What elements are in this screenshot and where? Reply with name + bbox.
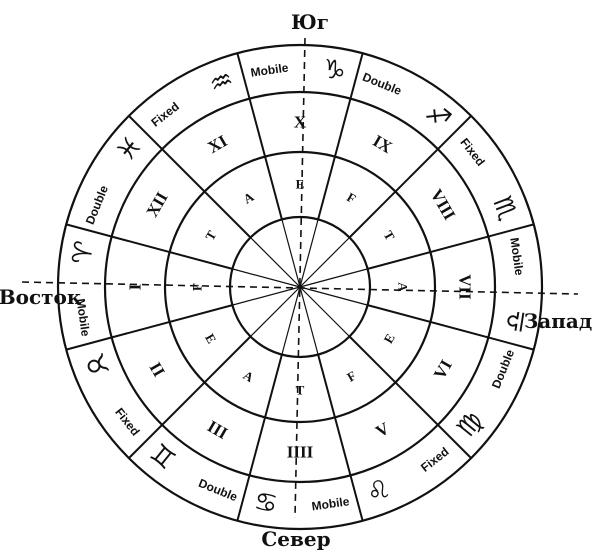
scorpio-icon: ♏ [486,192,522,225]
house-numeral-5: V [372,418,393,441]
pisces-icon: ♓ [111,131,149,168]
capricorn-icon: ♑ [320,54,348,87]
element-spoke [232,268,301,288]
quality-label: Fixed [418,444,451,474]
house-numeral-7: VII [456,274,475,300]
element-letter: A [241,189,257,207]
aquarius-icon: ♒ [205,64,238,100]
element-letter: T [296,383,305,398]
house-divider [236,354,283,522]
element-ring [163,150,437,424]
quality-label: Mobile [507,237,526,277]
virgo-icon: ♍ [451,406,489,443]
house-numeral-8: VIII [427,186,460,224]
gemini-icon: ♊ [144,438,181,476]
quality-label: Fixed [112,405,142,438]
house-numeral-3: III [204,417,231,444]
element-spoke [299,268,368,288]
libra-icon: ♎ [500,307,533,335]
label-west: Запад [524,309,592,333]
house-numeral-10: X [294,113,307,132]
element-spoke [250,286,301,337]
wheel-rings [56,43,544,531]
house-divider [65,304,233,351]
element-spoke [299,286,319,355]
house-numeral-1: I [126,283,145,290]
house-numeral-6: VI [430,356,456,382]
house-divider [348,335,472,459]
house-divider [236,52,283,220]
house-divider [65,223,233,270]
house-numeral-9: IX [370,131,396,157]
cancer-icon: ♋ [252,487,280,520]
element-spoke [299,286,368,306]
house-divider [367,304,535,351]
element-letter: F [190,283,205,291]
quality-label: Double [83,183,111,226]
element-letter: T [381,228,398,243]
element-letter: T [202,228,219,243]
element-spoke [281,219,301,288]
outer-ring [56,43,544,531]
cardinal-axes [21,37,579,519]
element-letter: F [344,368,358,385]
house-numeral-12: XII [142,188,171,220]
element-spoke [299,286,350,337]
element-letter: E [202,331,219,346]
element-spoke [250,237,301,288]
quality-label: Fixed [149,99,182,129]
house-ring [103,90,497,484]
house-divider [348,115,472,239]
house-divider [128,115,252,239]
element-letter: E [381,331,398,346]
house-divider [367,223,535,270]
element-spoke [281,286,301,355]
element-spoke [299,237,350,288]
taurus-icon: ♉ [77,349,113,382]
label-north: Север [261,527,330,551]
house-divider [317,354,364,522]
element-letter: E [296,177,305,192]
house-numeral-2: II [146,359,169,380]
element-spoke [232,286,301,306]
house-divider [317,52,364,220]
label-east: Восток [0,285,82,309]
horizon-axis [21,281,579,295]
leo-icon: ♌ [362,473,395,509]
quality-label: Mobile [311,494,351,513]
element-spoke [299,219,319,288]
quality-label: Mobile [250,61,290,80]
meridian-axis [294,37,306,519]
quality-label: Double [489,347,517,390]
wheel-spokes [65,52,535,522]
element-letter: F [344,189,358,206]
aries-icon: ♈ [67,239,100,267]
quality-label: Mobile [74,298,93,338]
sagittarius-icon: ♐ [419,98,456,136]
quality-label: Double [196,476,239,504]
element-letter: A [241,367,257,385]
label-south: Юг [291,10,329,34]
house-numeral-4: IIII [287,443,314,462]
house-divider [128,335,252,459]
house-numeral-11: XI [205,131,231,157]
quality-label: Double [361,70,404,98]
element-letter: A [396,282,411,292]
quality-label: Fixed [457,136,487,169]
